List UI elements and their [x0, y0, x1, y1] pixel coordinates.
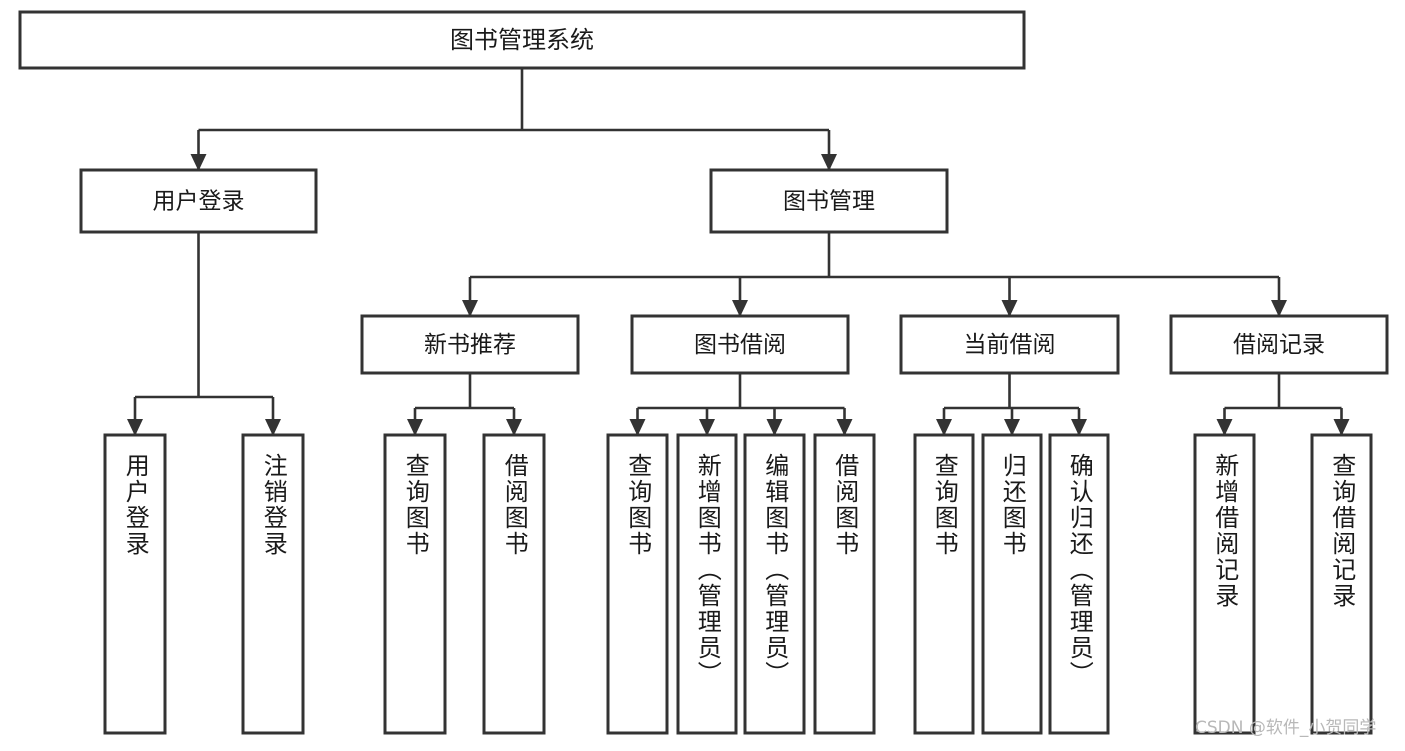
- node-book-manage[interactable]: [709, 168, 949, 234]
- arrow-head-icon-book-manage: [821, 154, 837, 171]
- leaf-leaf-add-book[interactable]: [676, 433, 738, 735]
- leaf-leaf-add-record[interactable]: [1193, 433, 1256, 735]
- leaf-leaf-query-record[interactable]: [1310, 433, 1373, 735]
- node-user-login[interactable]: [79, 168, 318, 234]
- watermark-text: CSDN @软件_小贺同学: [1195, 718, 1377, 738]
- arrow-head-icon-leaf-user-login: [127, 419, 143, 436]
- node-label-book-manage: 图书管理: [783, 189, 875, 215]
- arrow-head-icon-leaf-query-book-3: [936, 419, 952, 436]
- arrow-head-icon-leaf-logout: [265, 419, 281, 436]
- arrow-head-icon-leaf-query-book-2: [629, 419, 646, 436]
- node-root[interactable]: [18, 10, 1026, 70]
- leaf-leaf-user-login[interactable]: [103, 433, 167, 735]
- leaf-leaf-borrow-book-1[interactable]: [482, 433, 546, 735]
- leaf-leaf-borrow-book-2[interactable]: [813, 433, 876, 735]
- node-label-book-borrow: 图书借阅: [694, 332, 786, 358]
- arrow-head-icon-leaf-borrow-book-2: [836, 419, 853, 436]
- leaf-leaf-confirm-return[interactable]: [1048, 433, 1110, 735]
- leaf-leaf-query-book-3[interactable]: [913, 433, 975, 735]
- leaf-leaf-query-book-2[interactable]: [606, 433, 669, 735]
- arrow-head-icon-book-borrow: [732, 300, 748, 317]
- leaf-leaf-return-book[interactable]: [981, 433, 1043, 735]
- node-label-root: 图书管理系统: [450, 26, 594, 54]
- arrow-head-icon-leaf-return-book: [1004, 419, 1020, 436]
- node-book-borrow[interactable]: [630, 314, 850, 375]
- node-label-borrow-record: 借阅记录: [1233, 332, 1325, 358]
- leaf-leaf-query-book-1[interactable]: [383, 433, 447, 735]
- arrow-head-icon-user-login: [190, 154, 207, 171]
- arrow-head-icon-current-borrow: [1001, 300, 1018, 317]
- arrow-head-icon-leaf-add-record: [1216, 419, 1233, 436]
- arrow-head-icon-new-book-recommend: [462, 300, 478, 317]
- node-label-user-login: 用户登录: [153, 189, 245, 215]
- arrow-head-icon-leaf-query-record: [1333, 419, 1350, 436]
- arrow-head-icon-leaf-edit-book: [766, 419, 783, 436]
- boxes-layer: [18, 10, 1389, 735]
- leaf-leaf-logout[interactable]: [241, 433, 305, 735]
- arrow-head-icon-leaf-query-book-1: [407, 419, 423, 436]
- node-label-new-book-recommend: 新书推荐: [424, 332, 516, 358]
- leaf-leaf-edit-book[interactable]: [743, 433, 806, 735]
- arrow-head-icon-leaf-borrow-book-1: [506, 419, 522, 436]
- node-borrow-record[interactable]: [1169, 314, 1389, 375]
- connectors-layer: [127, 68, 1350, 436]
- arrow-head-icon-leaf-confirm-return: [1071, 419, 1087, 436]
- arrow-head-icon-leaf-add-book: [699, 419, 715, 436]
- node-current-borrow[interactable]: [899, 314, 1120, 375]
- node-new-book-recommend[interactable]: [360, 314, 580, 375]
- node-label-current-borrow: 当前借阅: [964, 332, 1056, 358]
- arrow-head-icon-borrow-record: [1271, 300, 1287, 317]
